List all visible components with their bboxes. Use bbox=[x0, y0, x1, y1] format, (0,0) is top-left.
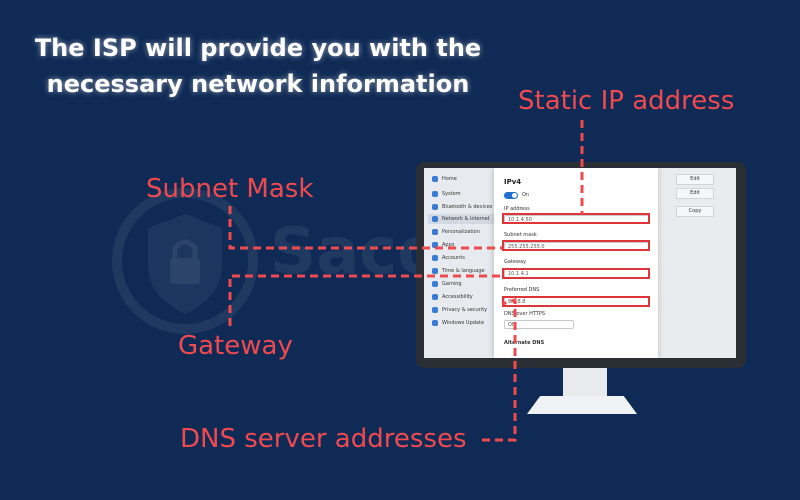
edit-button-1[interactable]: Edit bbox=[676, 174, 714, 185]
accessibility-icon bbox=[432, 294, 438, 300]
copy-button[interactable]: Copy bbox=[676, 206, 714, 217]
home-icon bbox=[432, 176, 438, 182]
watermark-shield-icon bbox=[112, 188, 258, 334]
nav-item-accounts[interactable]: Accounts bbox=[432, 253, 465, 263]
dns-highlight bbox=[502, 296, 650, 307]
dialog-title: IPv4 bbox=[504, 178, 522, 186]
nav-item-privacy[interactable]: Privacy & security bbox=[432, 305, 487, 315]
ipv4-settings-dialog: IPv4 On IP address 10.1.4.50 Subnet mask… bbox=[494, 168, 658, 358]
nav-item-system[interactable]: System bbox=[432, 189, 461, 199]
nav-item-gaming[interactable]: Gaming bbox=[432, 279, 462, 289]
dns-over-https-label: DNS over HTTPS bbox=[504, 311, 546, 317]
gateway-callout: Gateway bbox=[178, 331, 293, 361]
nav-item-time-language[interactable]: Time & language bbox=[432, 266, 485, 276]
nav-item-network[interactable]: Network & internet bbox=[428, 214, 498, 224]
nav-item-personalization[interactable]: Personalization bbox=[432, 227, 480, 237]
subnet-mask-connector bbox=[228, 206, 502, 250]
brush-icon bbox=[432, 229, 438, 235]
dns-over-https-select[interactable]: Off bbox=[504, 320, 574, 329]
network-details-panel: Edit Edit Copy bbox=[660, 168, 736, 358]
network-icon bbox=[432, 216, 438, 222]
gamepad-icon bbox=[432, 281, 438, 287]
bluetooth-icon bbox=[432, 204, 438, 210]
settings-sidebar: Home System Bluetooth & devices Network … bbox=[424, 168, 504, 358]
headline: The ISP will provide you with the necess… bbox=[8, 30, 508, 102]
nav-item-home[interactable]: Home bbox=[432, 174, 457, 184]
apps-icon bbox=[432, 242, 438, 248]
alternate-dns-label: Alternate DNS bbox=[504, 340, 545, 346]
ip-address-label: IP address bbox=[504, 206, 530, 212]
nav-item-accessibility[interactable]: Accessibility bbox=[432, 292, 473, 302]
nav-item-apps[interactable]: Apps bbox=[432, 240, 454, 250]
static-ip-callout: Static IP address bbox=[518, 86, 735, 116]
dns-connector bbox=[482, 297, 517, 442]
ip-address-highlight bbox=[502, 213, 650, 224]
nav-item-windows-update[interactable]: Windows Update bbox=[432, 318, 484, 328]
update-icon bbox=[432, 320, 438, 326]
gateway-connector bbox=[228, 274, 502, 326]
user-icon bbox=[432, 255, 438, 261]
nav-item-bluetooth[interactable]: Bluetooth & devices bbox=[432, 202, 492, 212]
headline-line-1: The ISP will provide you with the bbox=[34, 34, 482, 62]
subnet-mask-label: Subnet mask bbox=[504, 232, 537, 238]
subnet-mask-callout: Subnet Mask bbox=[146, 174, 314, 204]
preferred-dns-label: Preferred DNS bbox=[504, 287, 540, 293]
gateway-label: Gateway bbox=[504, 259, 527, 265]
clock-icon bbox=[432, 268, 438, 274]
system-icon bbox=[432, 191, 438, 197]
monitor-base bbox=[527, 396, 637, 414]
toggle-label: On bbox=[522, 192, 530, 198]
monitor-screen: Home System Bluetooth & devices Network … bbox=[424, 168, 736, 358]
edit-button-2[interactable]: Edit bbox=[676, 188, 714, 199]
gateway-highlight bbox=[502, 268, 650, 279]
headline-line-2: necessary network information bbox=[46, 70, 470, 98]
subnet-mask-highlight bbox=[502, 240, 650, 251]
ipv4-toggle[interactable] bbox=[504, 192, 518, 199]
shield-icon bbox=[432, 307, 438, 313]
dns-callout: DNS server addresses bbox=[180, 424, 467, 454]
